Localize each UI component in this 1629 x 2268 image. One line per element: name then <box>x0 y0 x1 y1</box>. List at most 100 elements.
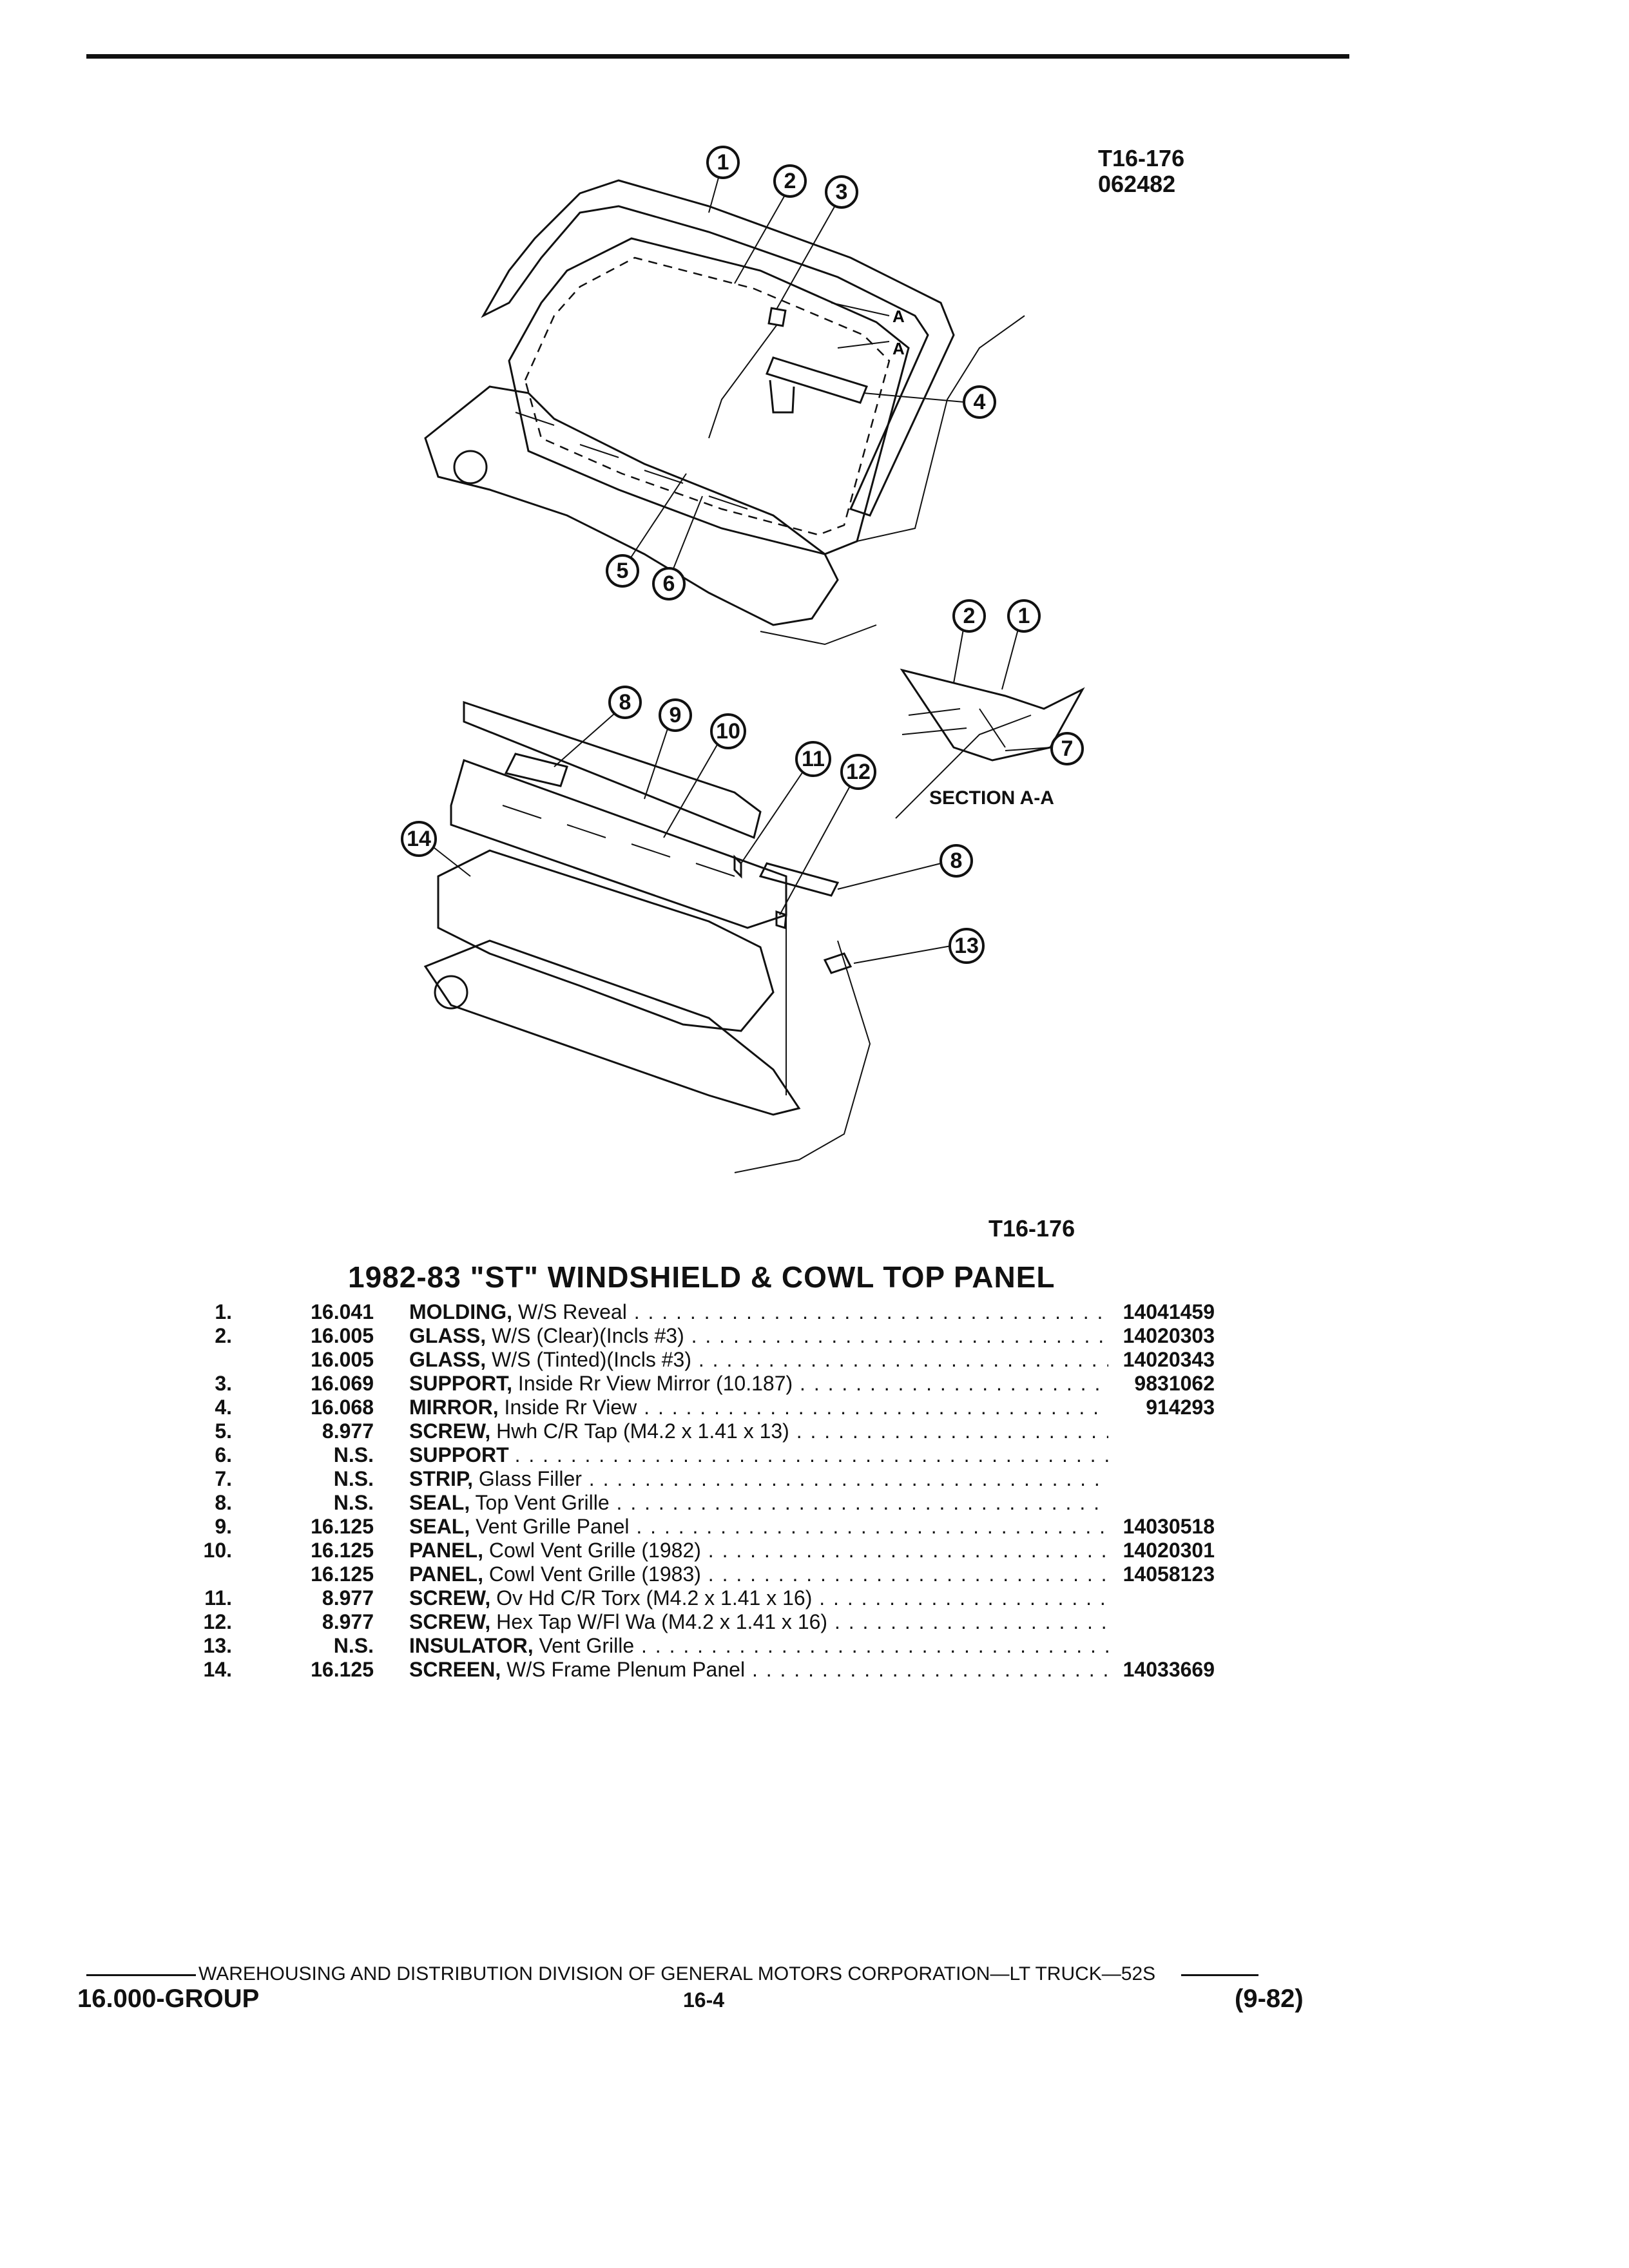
item-number: 14. <box>203 1658 232 1681</box>
callout-9-label: 9 <box>670 703 682 727</box>
part-description: SEAL, Vent Grille Panel . . . . . . . . … <box>409 1515 1108 1539</box>
part-description: SUPPORT, Inside Rr View Mirror (10.187) … <box>409 1372 1108 1396</box>
footer-rule-left <box>86 1974 196 1976</box>
reveal-molding-drawing <box>481 179 955 517</box>
part-description: STRIP, Glass Filler . . . . . . . . . . … <box>409 1467 1108 1491</box>
footer-date: (9-82) <box>1235 1984 1304 2013</box>
part-name: MOLDING, <box>409 1300 512 1323</box>
item-number: 5. <box>215 1419 232 1443</box>
callout-3: 3 <box>825 175 858 209</box>
item-number: 13. <box>203 1634 232 1657</box>
leader-dots: . . . . . . . . . . . . . . . . . . . . … <box>834 1610 1108 1633</box>
leader-dots: . . . . . . . . . . . . . . . . . . . . … <box>636 1515 1108 1538</box>
part-name: GLASS, <box>409 1324 487 1347</box>
part-number: 914293 <box>1146 1396 1215 1419</box>
item-number: 2. <box>215 1324 232 1347</box>
windshield-glass-drawing <box>508 237 910 555</box>
item-number: 7. <box>215 1467 232 1490</box>
callout-11: 11 <box>795 741 831 777</box>
callout-5: 5 <box>606 554 639 588</box>
part-number: 14058123 <box>1123 1562 1215 1586</box>
callout-10: 10 <box>710 713 746 749</box>
figure-id-code: T16-176 <box>1098 145 1185 171</box>
part-description: SCREEN, W/S Frame Plenum Panel . . . . .… <box>409 1658 1108 1682</box>
group-number: 8.977 <box>322 1419 374 1443</box>
part-detail: Cowl Vent Grille (1983) <box>488 1562 701 1586</box>
group-number: 16.125 <box>311 1539 374 1562</box>
callout-8-lower-label: 8 <box>950 849 963 873</box>
section-aa-drawing <box>895 668 1085 819</box>
part-description: MIRROR, Inside Rr View . . . . . . . . .… <box>409 1396 1108 1419</box>
item-number: 4. <box>215 1396 232 1419</box>
part-number: 14020343 <box>1123 1348 1215 1371</box>
leader-dots: . . . . . . . . . . . . . . . . . . . . … <box>796 1419 1108 1443</box>
part-detail: W/S (Clear)(Incls #3) <box>492 1324 684 1347</box>
figure-id-date: 062482 <box>1098 171 1176 197</box>
leader-dots: . . . . . . . . . . . . . . . . . . . . … <box>588 1467 1108 1490</box>
callout-8: 8 <box>608 686 642 719</box>
page-title: 1982-83 "ST" WINDSHIELD & COWL TOP PANEL <box>348 1260 1055 1294</box>
group-number: 8.977 <box>322 1586 374 1610</box>
part-detail: W/S Frame Plenum Panel <box>506 1658 746 1681</box>
callout-6-label: 6 <box>663 572 675 596</box>
callout-section-1: 1 <box>1007 599 1041 633</box>
part-detail: Top Vent Grille <box>475 1491 610 1514</box>
part-name: STRIP, <box>409 1467 473 1490</box>
part-description: SEAL, Top Vent Grille . . . . . . . . . … <box>409 1491 1108 1515</box>
part-number: 14020301 <box>1123 1539 1215 1562</box>
part-name: SCREW, <box>409 1419 491 1443</box>
page-number: 16-4 <box>683 1988 725 2012</box>
callout-14: 14 <box>401 821 437 857</box>
part-name: SUPPORT <box>409 1443 509 1466</box>
callout-13: 13 <box>949 928 985 964</box>
group-number: 16.068 <box>311 1396 374 1419</box>
leader-dots: . . . . . . . . . . . . . . . . . . . . … <box>691 1324 1108 1347</box>
plenum-screen-drawing <box>423 849 871 1173</box>
part-name: INSULATOR, <box>409 1634 534 1657</box>
section-marker-lower: A <box>892 339 905 358</box>
callout-section-2: 2 <box>952 599 986 633</box>
group-number: N.S. <box>333 1467 374 1490</box>
leader-dots: . . . . . . . . . . . . . . . . . . . . … <box>751 1658 1108 1681</box>
leader-dots: . . . . . . . . . . . . . . . . . . . . … <box>708 1539 1108 1562</box>
part-detail: Hwh C/R Tap (M4.2 x 1.41 x 13) <box>496 1419 789 1443</box>
callout-3-label: 3 <box>836 180 848 204</box>
part-detail: Hex Tap W/Fl Wa (M4.2 x 1.41 x 16) <box>496 1610 828 1633</box>
cowl-vent-grille-drawing <box>450 700 853 974</box>
callout-4-label: 4 <box>974 390 986 414</box>
group-number: 16.005 <box>311 1324 374 1347</box>
section-label: SECTION A-A <box>929 787 1054 809</box>
part-description: SCREW, Ov Hd C/R Torx (M4.2 x 1.41 x 16)… <box>409 1586 1108 1610</box>
part-detail: Cowl Vent Grille (1982) <box>488 1539 701 1562</box>
part-detail: Glass Filler <box>478 1467 582 1490</box>
figure-caption: T16-176 <box>988 1215 1075 1242</box>
part-number: 9831062 <box>1134 1372 1215 1395</box>
part-description: MOLDING, W/S Reveal . . . . . . . . . . … <box>409 1300 1108 1324</box>
callout-11-label: 11 <box>802 747 825 771</box>
callout-2-label: 2 <box>784 169 796 193</box>
callout-section-2-label: 2 <box>963 604 976 628</box>
leader-dots: . . . . . . . . . . . . . . . . . . . . … <box>819 1586 1108 1610</box>
leader-dots: . . . . . . . . . . . . . . . . . . . . … <box>644 1396 1108 1419</box>
callout-7-label: 7 <box>1061 736 1074 761</box>
parts-row: 6.N.S.SUPPORT . . . . . . . . . . . . . … <box>161 1443 1205 1467</box>
group-number: 16.069 <box>311 1372 374 1395</box>
leader-dots: . . . . . . . . . . . . . . . . . . . . … <box>616 1491 1108 1514</box>
group-number: N.S. <box>333 1491 374 1514</box>
group-number: 16.005 <box>311 1348 374 1371</box>
callout-8-label: 8 <box>619 690 631 715</box>
parts-row: 7. N.S. STRIP, Glass Filler . . . . . . . … <box>161 1467 1205 1491</box>
top-rule <box>86 54 1349 59</box>
item-number: 9. <box>215 1515 232 1538</box>
group-number: 16.041 <box>311 1300 374 1323</box>
callout-14-label: 14 <box>407 827 431 851</box>
parts-row: 4. 16.068 MIRROR, Inside Rr View . . . . .… <box>161 1396 1215 1419</box>
part-detail: W/S (Tinted)(Incls #3) <box>492 1348 691 1371</box>
part-number: 14030518 <box>1123 1515 1215 1538</box>
